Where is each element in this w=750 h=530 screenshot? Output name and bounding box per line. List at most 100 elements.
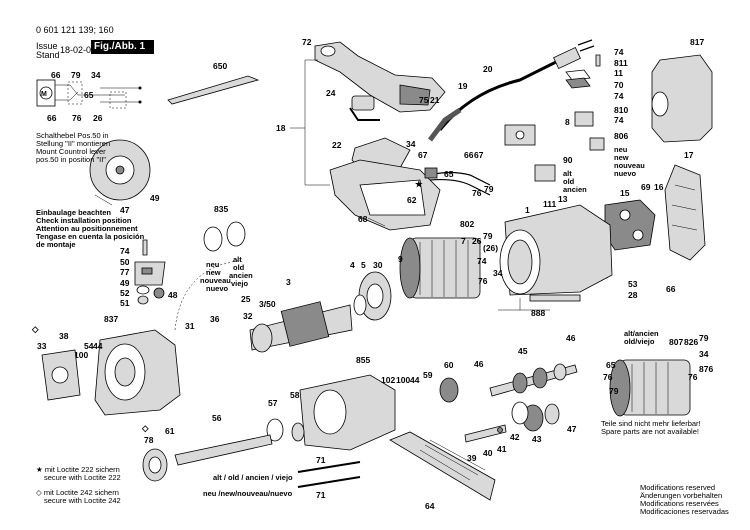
svg-text:40: 40	[483, 448, 493, 458]
svg-text:817: 817	[690, 37, 704, 47]
handle-64	[389, 431, 496, 501]
svg-text:74: 74	[614, 115, 624, 125]
spindle-56	[174, 434, 273, 466]
svg-text:855: 855	[356, 355, 370, 365]
issue-date: 18-02-09	[60, 45, 97, 55]
svg-text:43: 43	[532, 434, 542, 444]
svg-text:31: 31	[185, 321, 195, 331]
label-26-wire: 26	[93, 113, 103, 123]
svg-text:34: 34	[699, 349, 709, 359]
label-65-wire: 65	[84, 90, 94, 100]
svg-text:811: 811	[614, 58, 628, 68]
svg-text:★: ★	[415, 179, 424, 189]
svg-text:807: 807	[669, 337, 683, 347]
svg-text:74: 74	[477, 256, 487, 266]
svg-text:79: 79	[483, 231, 493, 241]
svg-text:44: 44	[410, 375, 420, 385]
svg-text:◇: ◇	[141, 423, 150, 433]
mount-note-line-2: Stellung "II" montieren	[36, 139, 111, 148]
old-label-3: ancien	[229, 271, 253, 280]
gear-lever-parts	[134, 239, 166, 305]
svg-text:90: 90	[563, 155, 573, 165]
svg-text:15: 15	[620, 188, 630, 198]
svg-text:30: 30	[373, 260, 383, 270]
svg-text:69: 69	[641, 182, 651, 192]
svg-text:34: 34	[406, 139, 416, 149]
install-note-line-2: Check installation position	[36, 216, 132, 225]
svg-text:7: 7	[461, 236, 466, 246]
new-label-2: new	[206, 268, 221, 277]
svg-text:100: 100	[396, 375, 410, 385]
svg-text:44: 44	[93, 341, 103, 351]
label-806: 806	[614, 131, 628, 141]
svg-text:111: 111	[543, 199, 557, 209]
install-note-line-4: Tengase en cuenta la posición	[36, 232, 145, 241]
handle-lower-housing	[329, 159, 441, 231]
figure-label: Fig./Abb. 1	[91, 40, 154, 54]
gears-45	[489, 363, 578, 397]
side-handle-17	[664, 164, 706, 261]
label-66-top: 66	[51, 70, 61, 80]
new-label-tr-4: nuevo	[614, 169, 637, 178]
svg-text:36: 36	[210, 314, 220, 324]
bearing-30	[353, 271, 392, 321]
svg-text:13: 13	[558, 194, 568, 204]
loctite-242-de-text: mit Loctite 242 sichern	[43, 488, 119, 497]
bearing-835	[203, 221, 246, 252]
small-plates	[565, 54, 601, 89]
svg-text:28: 28	[628, 290, 638, 300]
svg-text:76: 76	[603, 372, 613, 382]
svg-text:38: 38	[59, 331, 69, 341]
modifications-line-4: Modificaciones reservadas	[640, 507, 729, 516]
svg-text:66: 66	[464, 150, 474, 160]
not-available-en: Spare parts are not available!	[601, 427, 699, 436]
svg-text:22: 22	[332, 140, 342, 150]
old-inline-label: alt / old / ancien / viejo	[213, 473, 293, 482]
document-number: 0 601 121 139; 160	[36, 25, 114, 35]
loctite-222-de: ★ mit Loctite 222 sichern	[36, 465, 120, 474]
motor-housing-1	[499, 204, 613, 296]
svg-text:54: 54	[84, 341, 94, 351]
loctite-222-de-text: mit Loctite 222 sichern	[44, 465, 120, 474]
svg-text:79: 79	[609, 386, 619, 396]
modifications-line-1: Modifications reserved	[640, 483, 716, 492]
svg-text:25: 25	[241, 294, 251, 304]
svg-text:16: 16	[654, 182, 664, 192]
svg-text:79: 79	[484, 184, 494, 194]
svg-text:650: 650	[213, 61, 227, 71]
svg-text:45: 45	[518, 346, 528, 356]
svg-text:888: 888	[531, 308, 545, 318]
svg-text:46: 46	[566, 333, 576, 343]
svg-text:◇: ◇	[31, 324, 40, 334]
svg-text:78: 78	[144, 435, 154, 445]
install-note-line-1: Einbaulage beachten	[36, 208, 112, 217]
new-label-tr-1: neu	[614, 145, 628, 154]
svg-text:72: 72	[302, 37, 312, 47]
svg-text:74: 74	[614, 47, 624, 57]
svg-text:876: 876	[699, 364, 713, 374]
stator-802	[399, 237, 481, 299]
svg-text:5: 5	[361, 260, 366, 270]
lower-gears	[464, 401, 560, 443]
old-label-2: old	[233, 263, 245, 272]
new-label-3: nouveau	[200, 276, 231, 285]
modifications-line-3: Modifications reservées	[640, 499, 719, 508]
svg-text:58: 58	[290, 390, 300, 400]
svg-text:67: 67	[474, 150, 484, 160]
stand-label: Stand	[36, 50, 60, 60]
svg-text:66: 66	[666, 284, 676, 294]
svg-text:42: 42	[510, 432, 520, 442]
svg-text:17: 17	[684, 150, 694, 160]
svg-text:24: 24	[326, 88, 336, 98]
svg-text:65: 65	[606, 360, 616, 370]
svg-text:47: 47	[567, 424, 577, 434]
old-new-tr-2: old/viejo	[624, 337, 655, 346]
brush-holders	[504, 111, 605, 182]
new-label-tr-3: nouveau	[614, 161, 645, 170]
flange-33	[41, 349, 81, 401]
wires	[424, 167, 491, 196]
svg-text:71: 71	[316, 490, 326, 500]
switch-disc-49	[89, 139, 151, 206]
armature-3	[249, 301, 353, 353]
